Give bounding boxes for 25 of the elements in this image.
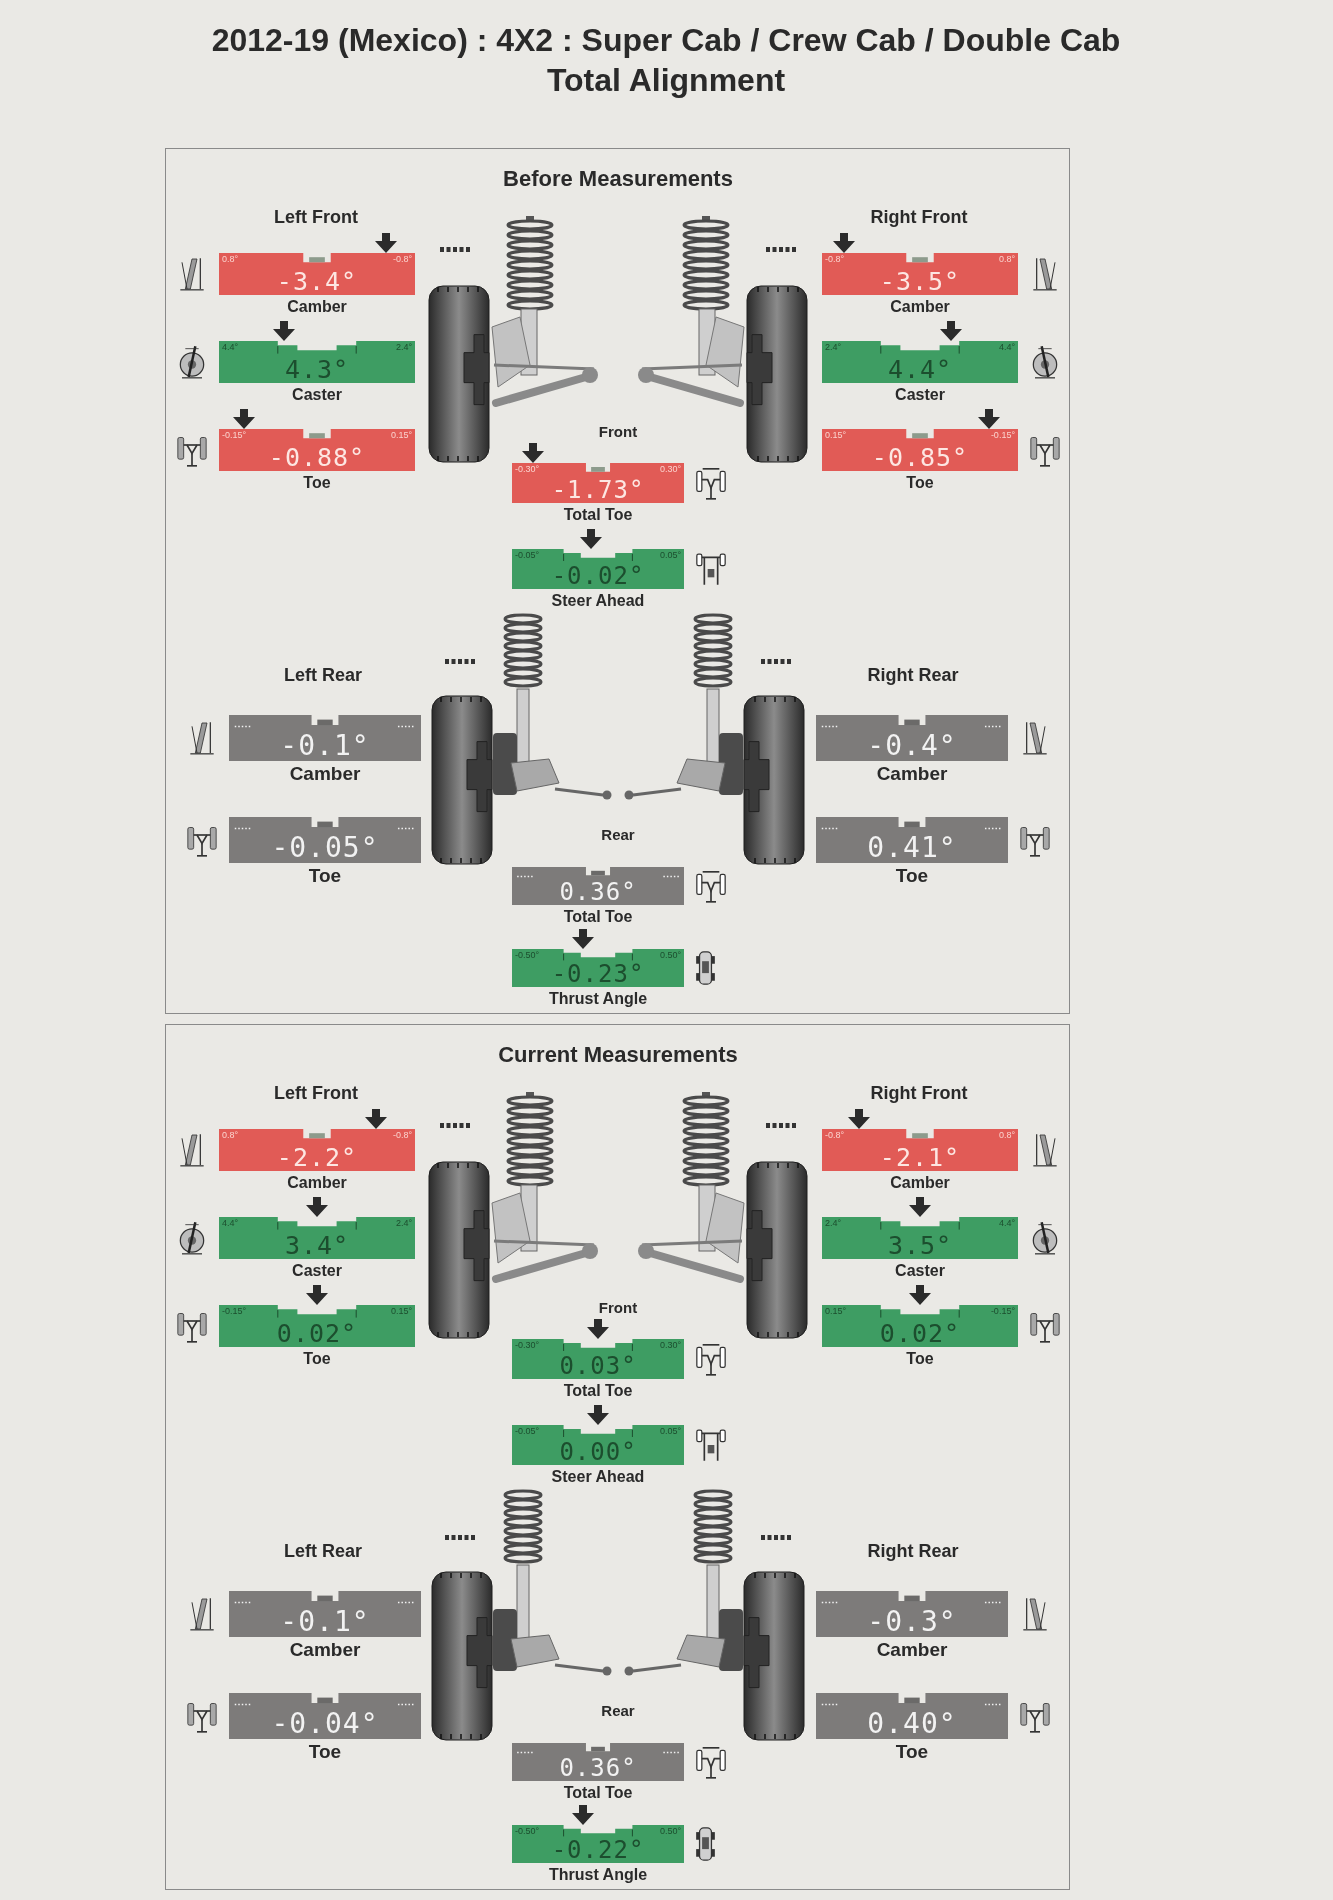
limit-value: 0.50° (659, 1827, 681, 1836)
reading-value: -0.22° (551, 1838, 645, 1862)
limit-value: 4.4° (222, 1219, 239, 1228)
limit-value: -0.15° (222, 431, 247, 440)
panel-heading: Before Measurements (503, 166, 733, 192)
reading-value: 0.36° (559, 1756, 637, 1780)
limit-value: 0.8° (222, 1131, 239, 1140)
gauge-bar (512, 1743, 684, 1781)
limit-value: -0.15° (990, 431, 1015, 440)
limit-value: 4.4° (998, 343, 1015, 352)
limit-value: -0.15° (222, 1307, 247, 1316)
limit-value: 0.8° (998, 255, 1015, 264)
gauge-caption: Thrust Angle (548, 1865, 648, 1884)
gauge-caption: Total Toe (563, 1783, 633, 1802)
limit-value: 0.8° (222, 255, 239, 264)
limit-value: 4.4° (998, 1219, 1015, 1228)
wheel-position-label: Right Front (870, 206, 968, 228)
title: 2012-19 (Mexico) : 4X2 : Super Cab / Crew Cab / Double Cab (211, 21, 1121, 59)
limit-value: -0.50° (515, 1827, 540, 1836)
gauge-bar (512, 1825, 684, 1863)
wheel-position-label: Left Front (274, 206, 358, 228)
limit-value: 4.4° (222, 343, 239, 352)
limit-value: -0.15° (990, 1307, 1015, 1316)
limit-value: 0.8° (998, 1131, 1015, 1140)
subtitle: Total Alignment (546, 61, 786, 99)
